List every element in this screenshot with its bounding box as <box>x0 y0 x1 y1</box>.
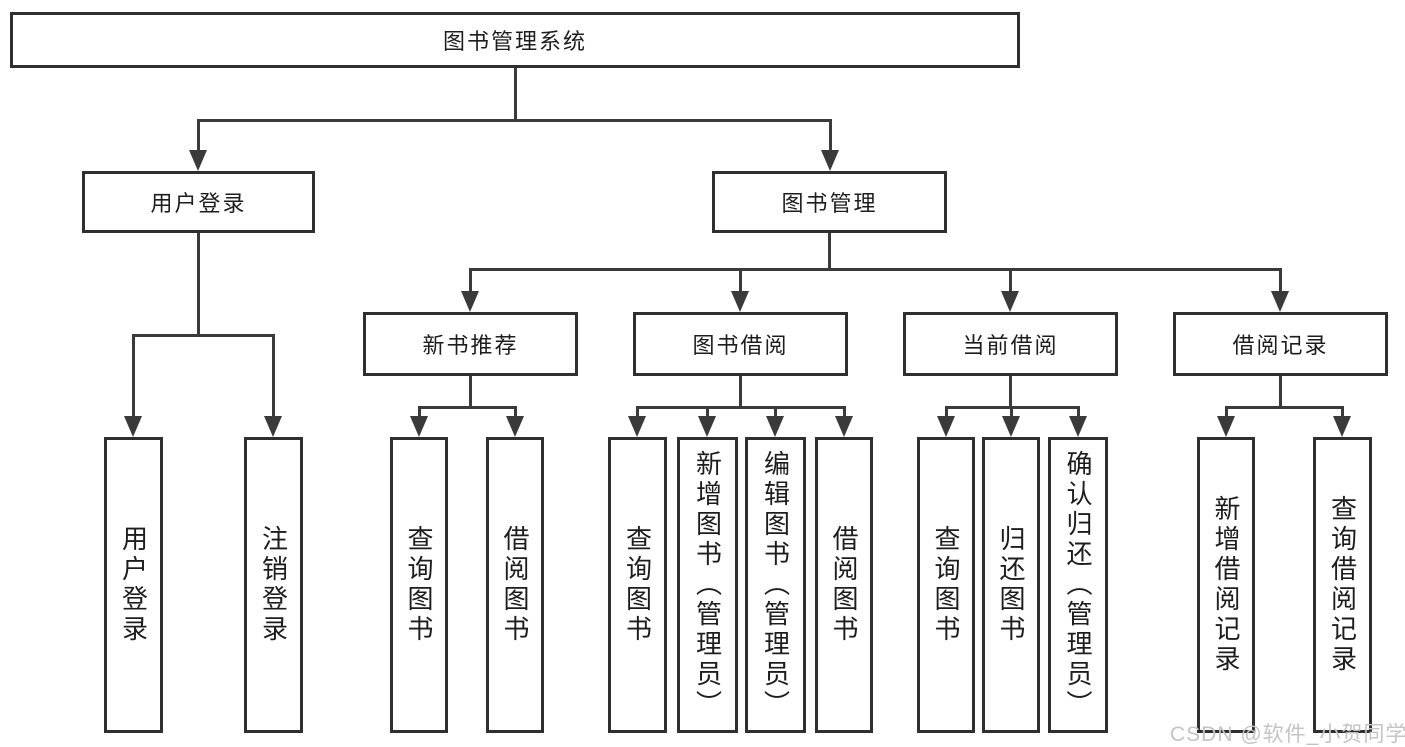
node-leaf-query-books-current: 查询图书 <box>917 437 975 733</box>
arrowhead-down-icon <box>766 416 784 437</box>
node-label: 查询图书 <box>622 525 653 645</box>
node-user-login: 用户登录 <box>82 171 315 233</box>
node-current-borrowing: 当前借阅 <box>903 312 1118 376</box>
arrowhead-down-icon <box>506 416 524 437</box>
node-label: 新书推荐 <box>422 333 519 358</box>
connector-arrow-shaft <box>271 335 275 420</box>
connector-vertical-line <box>196 233 200 336</box>
arrowhead-down-icon <box>264 416 282 437</box>
connector-horizontal-line <box>1224 405 1344 409</box>
arrowhead-down-icon <box>1271 291 1289 312</box>
node-library-management-system: 图书管理系统 <box>10 12 1020 68</box>
node-label: 借阅记录 <box>1232 333 1329 358</box>
node-label: 归还图书 <box>996 525 1026 645</box>
node-book-management: 图书管理 <box>712 171 947 233</box>
connector-arrow-shaft <box>738 269 742 295</box>
node-leaf-query-books-recommend: 查询图书 <box>390 437 448 733</box>
connector-arrow-shaft <box>635 407 639 420</box>
node-label: 编辑图书（管理员） <box>760 450 791 720</box>
node-label: 确认归还（管理员） <box>1063 450 1093 720</box>
connector-arrow-shaft <box>196 120 200 154</box>
connector-arrow-shaft <box>417 407 421 420</box>
connector-arrow-shaft <box>1224 407 1228 420</box>
node-label: 借阅图书 <box>829 525 859 645</box>
node-label: 新增图书（管理员） <box>692 450 723 720</box>
connector-vertical-line <box>738 376 742 408</box>
node-leaf-query-borrow-record: 查询借阅记录 <box>1313 437 1372 733</box>
connector-horizontal-line <box>417 405 517 409</box>
node-label: 查询图书 <box>931 525 961 645</box>
arrowhead-down-icon <box>731 291 749 312</box>
connector-arrow-shaft <box>828 120 832 154</box>
arrowhead-down-icon <box>835 416 853 437</box>
connector-arrow-shaft <box>1076 407 1080 420</box>
connector-arrow-shaft <box>131 335 135 420</box>
node-leaf-query-books-borrow: 查询图书 <box>608 437 667 733</box>
node-leaf-add-book-admin: 新增图书（管理员） <box>677 437 738 733</box>
node-label: 图书借阅 <box>692 333 789 358</box>
arrowhead-down-icon <box>1333 416 1351 437</box>
node-label: 用户登录 <box>150 191 247 216</box>
arrowhead-down-icon <box>1069 416 1087 437</box>
arrowhead-down-icon <box>410 416 428 437</box>
connector-horizontal-line <box>635 405 846 409</box>
connector-vertical-line <box>1278 376 1282 408</box>
arrowhead-down-icon <box>628 416 646 437</box>
connector-arrow-shaft <box>705 407 709 420</box>
connector-arrow-shaft <box>944 407 948 420</box>
arrowhead-down-icon <box>1002 416 1020 437</box>
arrowhead-down-icon <box>189 150 207 171</box>
node-label: 图书管理 <box>781 191 878 216</box>
arrowhead-down-icon <box>1001 291 1019 312</box>
connector-arrow-shaft <box>1340 407 1344 420</box>
arrowhead-down-icon <box>124 416 142 437</box>
node-leaf-borrow-books-recommend: 借阅图书 <box>486 437 544 733</box>
connector-arrow-shaft <box>1278 269 1282 295</box>
connector-vertical-line <box>468 376 472 408</box>
connector-arrow-shaft <box>1008 269 1012 295</box>
node-leaf-edit-book-admin: 编辑图书（管理员） <box>745 437 806 733</box>
watermark: CSDN @软件_小贺同学 <box>1170 723 1405 746</box>
connector-arrow-shaft <box>773 407 777 420</box>
arrowhead-down-icon <box>1217 416 1235 437</box>
connector-horizontal-line <box>468 267 1282 271</box>
node-label: 当前借阅 <box>962 333 1059 358</box>
node-label: 借阅图书 <box>500 525 530 645</box>
node-leaf-user-login: 用户登录 <box>104 437 163 733</box>
node-borrowing-records: 借阅记录 <box>1173 312 1388 376</box>
connector-horizontal-line <box>131 333 275 337</box>
connector-vertical-line <box>1008 376 1012 408</box>
node-leaf-logout: 注销登录 <box>244 437 303 733</box>
arrowhead-down-icon <box>937 416 955 437</box>
node-label: 查询图书 <box>404 525 434 645</box>
connector-vertical-line <box>827 233 831 270</box>
node-book-borrowing: 图书借阅 <box>633 312 848 376</box>
connector-vertical-line <box>513 68 517 121</box>
connector-arrow-shaft <box>513 407 517 420</box>
arrowhead-down-icon <box>698 416 716 437</box>
connector-horizontal-line <box>196 118 832 122</box>
node-label: 新增借阅记录 <box>1211 495 1241 675</box>
connector-arrow-shaft <box>842 407 846 420</box>
node-leaf-confirm-return-admin: 确认归还（管理员） <box>1048 437 1108 733</box>
node-label: 注销登录 <box>258 525 289 645</box>
node-label: 用户登录 <box>118 525 149 645</box>
node-leaf-add-borrow-record: 新增借阅记录 <box>1197 437 1255 733</box>
connector-arrow-shaft <box>468 269 472 295</box>
node-new-book-recommendation: 新书推荐 <box>363 312 578 376</box>
node-label: 查询借阅记录 <box>1327 495 1358 675</box>
node-leaf-return-book: 归还图书 <box>982 437 1040 733</box>
node-label: 图书管理系统 <box>442 29 587 54</box>
connector-arrow-shaft <box>1009 407 1013 420</box>
arrowhead-down-icon <box>461 291 479 312</box>
arrowhead-down-icon <box>821 150 839 171</box>
node-leaf-borrow-books: 借阅图书 <box>815 437 873 733</box>
